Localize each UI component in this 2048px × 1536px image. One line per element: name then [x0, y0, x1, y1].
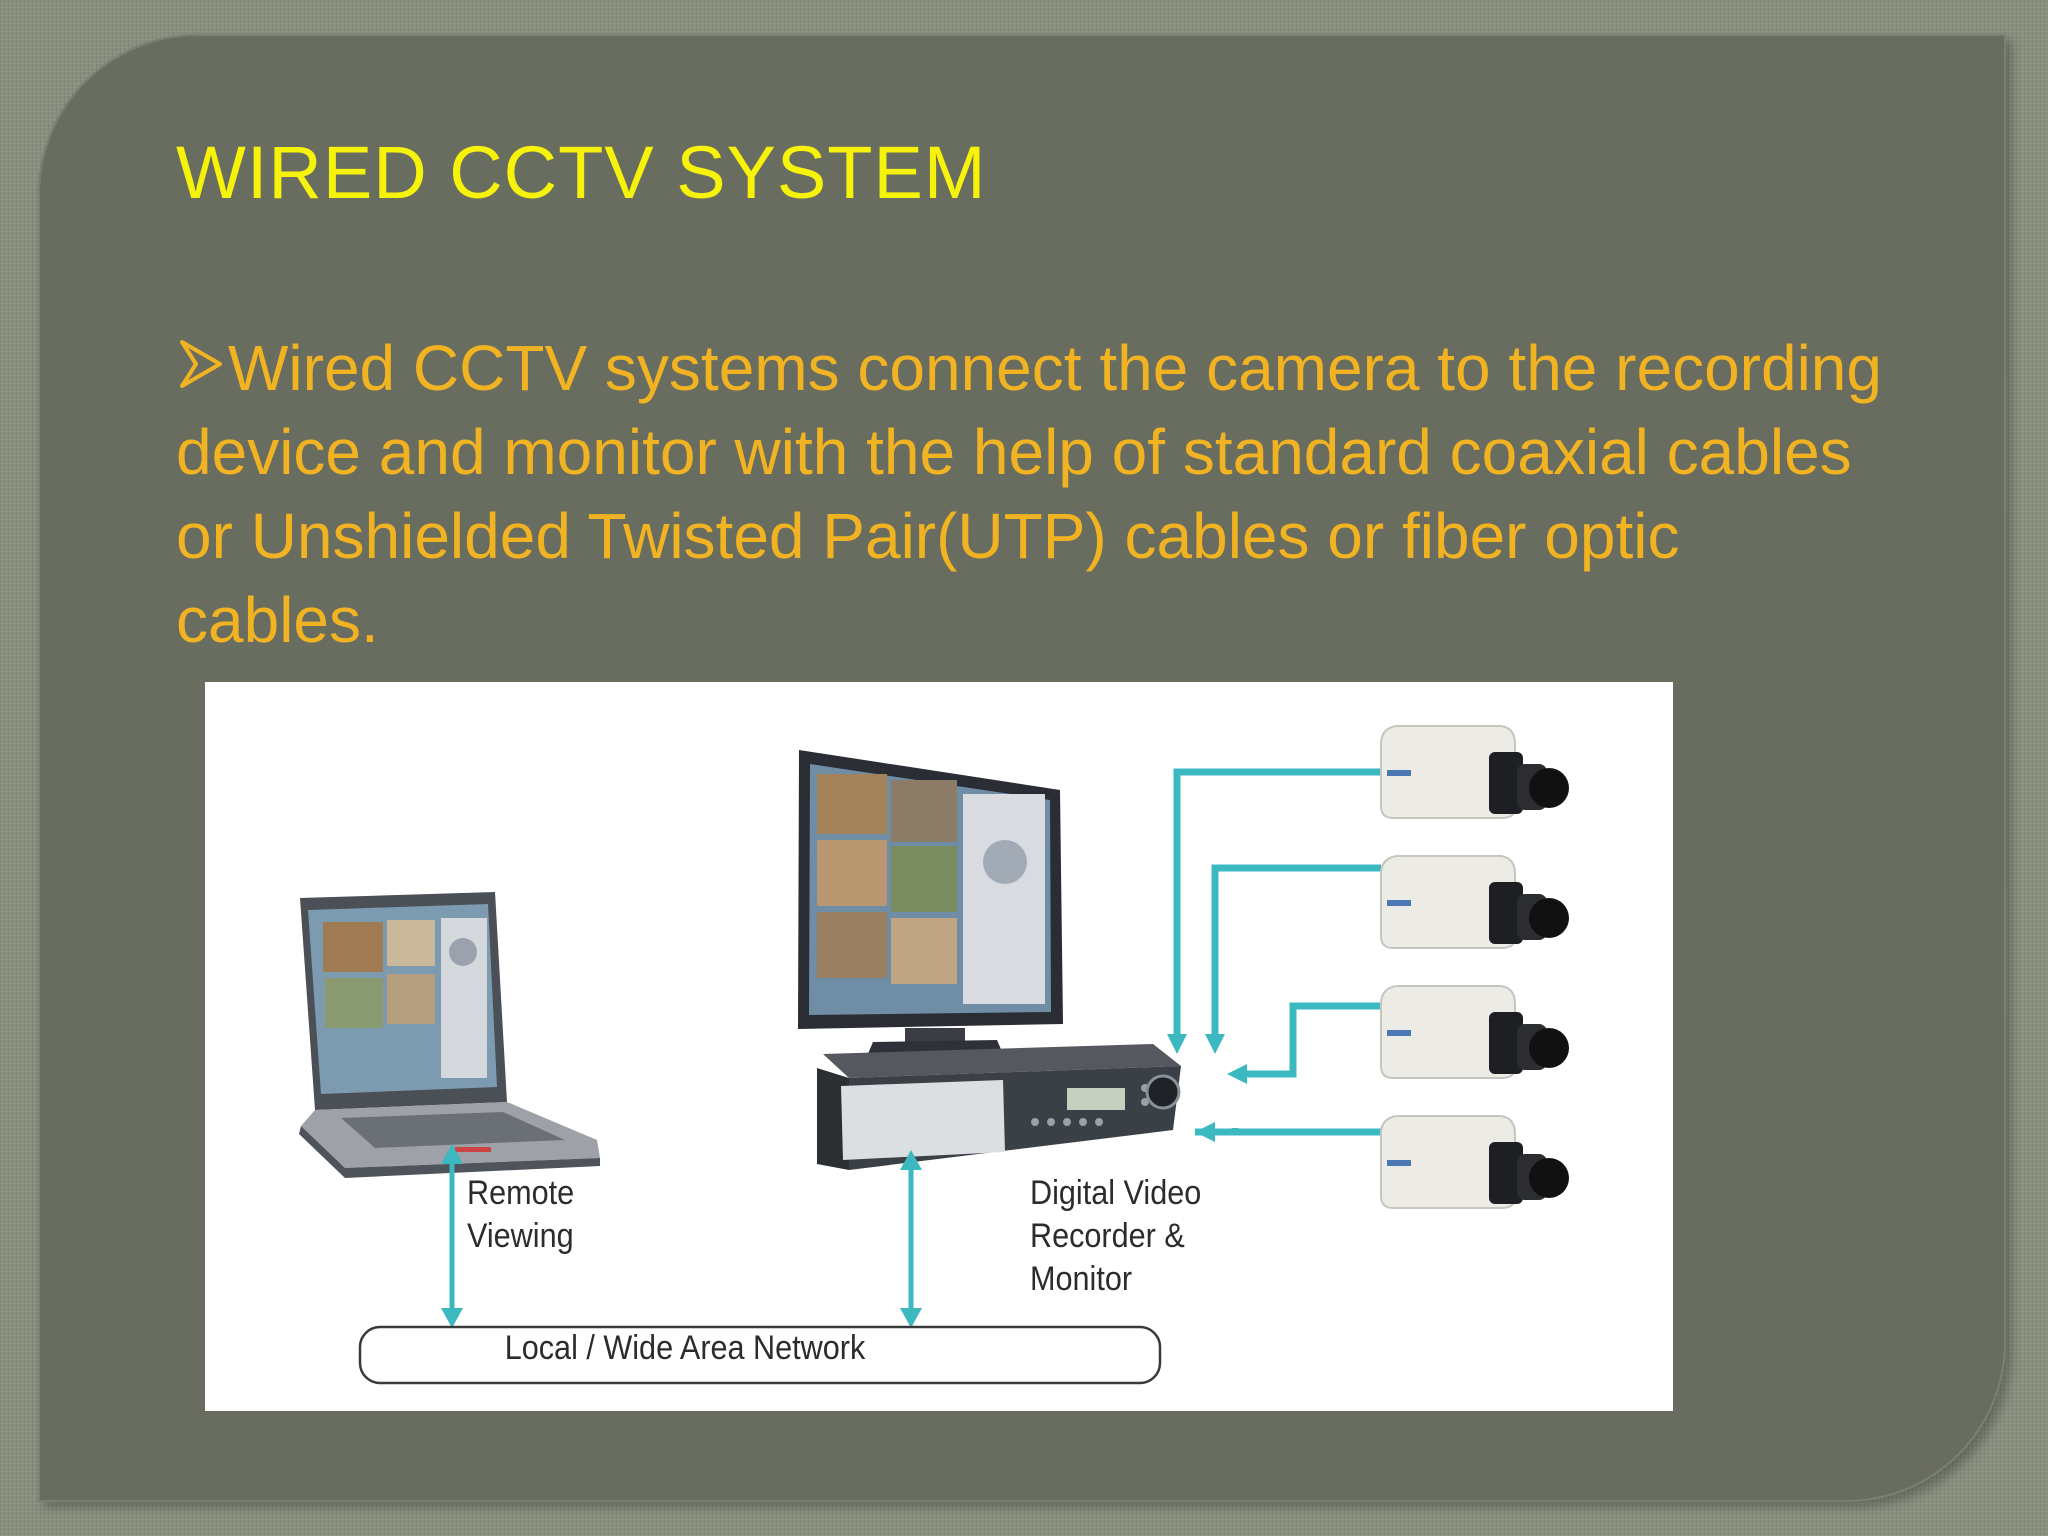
camera-icon [1380, 1115, 1569, 1209]
dvr-icon [817, 1044, 1181, 1170]
cctv-diagram-illustration [299, 725, 1569, 1385]
dvr-monitor-label: Digital Video Recorder & Monitor [1030, 1172, 1201, 1301]
cable-arrowheads [1167, 1034, 1247, 1142]
bullet-paragraph: Wired CCTV systems connect the camera to… [176, 326, 1896, 662]
arrow-bullet-icon [180, 340, 222, 388]
dvr-monitor-line-1: Digital Video [1030, 1174, 1202, 1212]
slide-title: WIRED CCTV SYSTEM [176, 131, 987, 214]
dvr-monitor-line-2: Recorder & [1030, 1217, 1185, 1255]
monitor-icon [798, 750, 1063, 1056]
dvr-monitor-line-3: Monitor [1030, 1260, 1133, 1298]
camera-icon [1380, 725, 1569, 819]
network-bar [358, 1325, 1162, 1385]
network-label: Local / Wide Area Network [504, 1329, 866, 1367]
network-arrows [449, 1152, 914, 1322]
remote-viewing-line-1: Remote [467, 1174, 575, 1212]
cctv-diagram: Remote Viewing Digital Video Recorder & … [205, 682, 1673, 1411]
network-arrowheads [441, 1144, 922, 1328]
remote-viewing-line-2: Viewing [467, 1217, 574, 1255]
camera-cables [1173, 768, 1381, 1136]
camera-icon [1380, 855, 1569, 949]
remote-viewing-label: Remote Viewing [467, 1172, 574, 1258]
camera-icons [1380, 725, 1569, 1209]
laptop-icon [299, 892, 600, 1178]
bullet-text: Wired CCTV systems connect the camera to… [176, 332, 1882, 656]
camera-icon [1380, 985, 1569, 1079]
